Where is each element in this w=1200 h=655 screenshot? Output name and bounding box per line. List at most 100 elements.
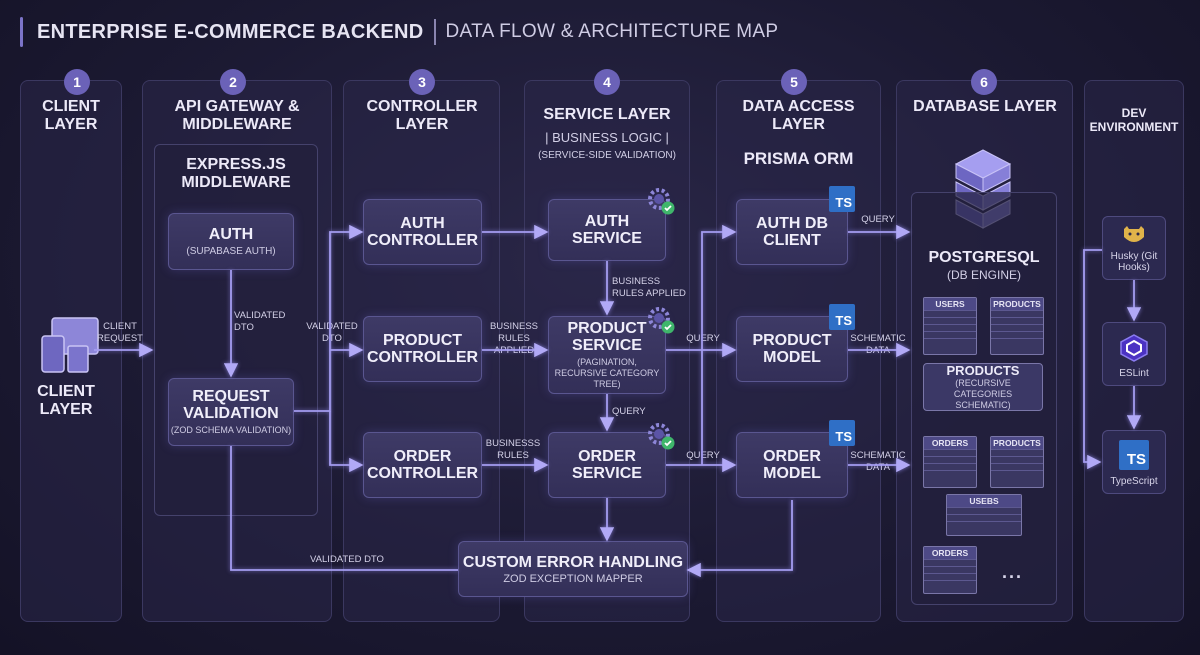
to-auth-controller-arrow bbox=[294, 224, 364, 412]
request-validation-label: REQUEST VALIDATION bbox=[183, 388, 279, 422]
request-validation-box[interactable]: REQUEST VALIDATION (ZOD SCHEMA VALIDATIO… bbox=[168, 378, 294, 446]
auth-middleware-sub: (SUPABASE AUTH) bbox=[186, 246, 276, 257]
step-badge-2: 2 bbox=[220, 69, 246, 95]
users-table-icon: USERS bbox=[923, 297, 977, 355]
products-table-icon: PRODUCTS bbox=[990, 297, 1044, 355]
postgresql-sub: (DB ENGINE) bbox=[946, 268, 1021, 282]
typescript-icon: TS bbox=[829, 186, 855, 212]
step-badge-3: 3 bbox=[409, 69, 435, 95]
service-query-label: QUERY bbox=[612, 406, 646, 417]
query-label: QUERY bbox=[861, 214, 895, 225]
products-schematic-sub: (RECURSIVE CATEGORIES SCHEMATIC) bbox=[953, 378, 1013, 410]
products-table-icon: PRODUCTS bbox=[990, 436, 1044, 488]
order-rules-label: BUSINESSS RULES bbox=[485, 438, 541, 461]
product-model-label: PRODUCT MODEL bbox=[752, 332, 832, 366]
controller-in-label: VALIDATED DTO bbox=[306, 321, 358, 344]
express-middleware-panel bbox=[154, 144, 318, 516]
typescript-label: TypeScript bbox=[1110, 476, 1158, 487]
typescript-icon: TS bbox=[829, 420, 855, 446]
table-name: ORDERS bbox=[924, 437, 976, 449]
model-to-error-arrow bbox=[686, 500, 793, 578]
column-title-controller: CONTROLLER LAYER bbox=[366, 98, 478, 133]
auth-controller-label: AUTH CONTROLLER bbox=[366, 215, 479, 249]
query-to-auth-db-arrow bbox=[701, 224, 737, 465]
orders-table-icon: ORDERS bbox=[923, 546, 977, 594]
husky-box[interactable]: Husky (Git Hooks) bbox=[1102, 216, 1166, 280]
error-handling-label: CUSTOM ERROR HANDLING bbox=[462, 553, 684, 571]
title-separator bbox=[433, 19, 436, 45]
error-handling-box[interactable]: CUSTOM ERROR HANDLING ZOD EXCEPTION MAPP… bbox=[458, 541, 688, 597]
table-name: PRODUCTS bbox=[991, 437, 1043, 449]
auth-db-client-label: AUTH DB CLIENT bbox=[756, 215, 828, 249]
order-controller-label: ORDER CONTROLLER bbox=[366, 448, 479, 482]
typescript-box[interactable]: TS TypeScript bbox=[1102, 430, 1166, 494]
table-name: ORDERS bbox=[924, 547, 976, 559]
eslint-icon bbox=[1120, 334, 1148, 362]
eslint-label: ESLint bbox=[1119, 368, 1149, 379]
step-badge-5: 5 bbox=[781, 69, 807, 95]
query-label: QUERY bbox=[686, 333, 720, 344]
column-title-api-gateway: API GATEWAY & MIDDLEWARE bbox=[174, 98, 300, 133]
step-badge-4: 4 bbox=[594, 69, 620, 95]
error-handling-sub: ZOD EXCEPTION MAPPER bbox=[503, 572, 643, 585]
product-service-label: PRODUCT SERVICE bbox=[567, 320, 647, 354]
column-title-data-access: DATA ACCESS LAYER bbox=[742, 98, 855, 133]
auth-controller-box[interactable]: AUTH CONTROLLER bbox=[363, 199, 482, 265]
husky-icon bbox=[1124, 226, 1144, 242]
orders-table-icon: ORDERS bbox=[923, 436, 977, 488]
table-name: PRODUCTS bbox=[991, 298, 1043, 310]
query-label: QUERY bbox=[686, 450, 720, 461]
more-tables-ellipsis: ... bbox=[1002, 562, 1024, 582]
request-validation-sub: (ZOD SCHEMA VALIDATION) bbox=[170, 425, 292, 435]
auth-service-box[interactable]: AUTH SERVICE bbox=[548, 199, 666, 261]
products-schematic-box: PRODUCTS (RECURSIVE CATEGORIES SCHEMATIC… bbox=[923, 363, 1043, 411]
product-controller-box[interactable]: PRODUCT CONTROLLER bbox=[363, 316, 482, 382]
husky-label: Husky (Git Hooks) bbox=[1110, 251, 1158, 273]
service-subtitle: | BUSINESS LOGIC | bbox=[545, 130, 669, 145]
column-title-dev: DEV ENVIRONMENT bbox=[1089, 106, 1179, 134]
auth-middleware-label: AUTH bbox=[208, 226, 254, 243]
gear-check-icon bbox=[648, 307, 675, 334]
product-service-sub: (PAGINATION, RECURSIVE CATEGORY TREE) bbox=[554, 357, 660, 389]
postgresql-label: POSTGRESQL bbox=[928, 249, 1040, 266]
users-table-icon: USEBS bbox=[946, 494, 1022, 536]
client-devices-icon bbox=[41, 317, 99, 373]
error-validated-dto-label: VALIDATED DTO bbox=[310, 554, 384, 565]
step-badge-1: 1 bbox=[64, 69, 90, 95]
gear-check-icon bbox=[648, 423, 675, 450]
column-title-database: DATABASE LAYER bbox=[913, 98, 1057, 115]
client-label: CLIENT LAYER bbox=[37, 383, 95, 418]
error-to-validation-arrow bbox=[230, 446, 458, 571]
page-title-bar: ENTERPRISE E-COMMERCE BACKEND DATA FLOW … bbox=[20, 16, 778, 48]
typescript-icon: TS bbox=[1119, 440, 1149, 470]
auth-middleware-box[interactable]: AUTH (SUPABASE AUTH) bbox=[168, 213, 294, 270]
client-request-label: CLIENT REQUEST bbox=[97, 321, 143, 344]
dev-loop-arrow bbox=[1083, 249, 1102, 470]
product-controller-label: PRODUCT CONTROLLER bbox=[366, 332, 479, 366]
column-title-client: CLIENT LAYER bbox=[42, 98, 100, 133]
business-rules-applied-label: BUSINESS RULES APPLIED bbox=[612, 276, 686, 299]
eslint-box[interactable]: ESLint bbox=[1102, 322, 1166, 386]
validated-dto-label: VALIDATED DTO bbox=[234, 310, 286, 333]
table-name: USERS bbox=[924, 298, 976, 310]
product-service-box[interactable]: PRODUCT SERVICE (PAGINATION, RECURSIVE C… bbox=[548, 316, 666, 394]
order-model-label: ORDER MODEL bbox=[763, 448, 821, 482]
products-schematic-label: PRODUCTS bbox=[946, 363, 1020, 378]
schematic-data-label: SCHEMATIC DATA bbox=[850, 450, 906, 473]
express-middleware-title: EXPRESS.JS MIDDLEWARE bbox=[181, 156, 291, 191]
gear-check-icon bbox=[648, 188, 675, 215]
prisma-orm-label: PRISMA ORM bbox=[743, 149, 854, 168]
typescript-icon: TS bbox=[829, 304, 855, 330]
step-badge-6: 6 bbox=[971, 69, 997, 95]
column-title-service: SERVICE LAYER bbox=[543, 106, 671, 123]
order-service-label: ORDER SERVICE bbox=[572, 448, 642, 482]
page-title: ENTERPRISE E-COMMERCE BACKEND bbox=[37, 20, 424, 43]
to-order-controller-arrow bbox=[329, 411, 364, 473]
page-subtitle: DATA FLOW & ARCHITECTURE MAP bbox=[445, 21, 779, 42]
auth-service-label: AUTH SERVICE bbox=[572, 213, 642, 247]
title-accent bbox=[20, 17, 23, 47]
service-subtitle-2: (SERVICE-SIDE VALIDATION) bbox=[538, 150, 676, 161]
order-service-box[interactable]: ORDER SERVICE bbox=[548, 432, 666, 498]
table-name: USEBS bbox=[947, 495, 1021, 507]
